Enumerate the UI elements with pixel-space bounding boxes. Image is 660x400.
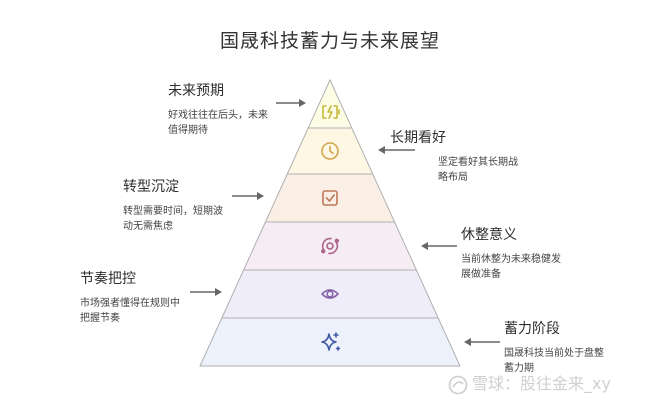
watermark: 雪球：股往金来_xy (448, 370, 658, 394)
checkbox-icon (322, 190, 338, 206)
tier-description: 国晟科技当前处于盘整 蓄力期 (504, 346, 604, 376)
watermark-text: 雪球：股往金来_xy (472, 374, 611, 393)
battery-charging-icon (322, 105, 340, 119)
tier-heading: 长期看好 (390, 130, 446, 146)
tier-description: 坚定看好其长期战 略布局 (438, 155, 518, 185)
tier-label-future-outlook: 未来预期 好戏往往在后头，未来 值得期待 (168, 80, 268, 138)
pyramid-tier (242, 221, 418, 271)
arrow-head-icon (421, 242, 428, 250)
tier-description: 市场强者懂得在规则中 把握节奏 (80, 296, 180, 326)
pyramid-tier (264, 173, 396, 223)
tier-description-line: 当前休整为未来稳健发 (461, 254, 561, 265)
sparkle-icon (321, 332, 341, 351)
arrow-head-icon (215, 288, 222, 296)
tier-label-transformation: 转型沉淀 转型需要时间，短期波 动无需焦虑 (123, 176, 223, 234)
tier-description-line: 好戏往往在后头，未来 (168, 110, 268, 121)
tier-label-long-term: 长期看好 坚定看好其长期战 略布局 (390, 127, 518, 185)
tier-heading: 未来预期 (168, 83, 224, 99)
pyramid-tier (199, 317, 461, 367)
arrow-head-icon (257, 192, 264, 200)
pyramid-tier (221, 269, 439, 319)
snowball-logo-icon (448, 375, 468, 394)
tier-heading: 休整意义 (461, 227, 517, 243)
eye-icon (321, 289, 339, 299)
tier-label-consolidation-meaning: 休整意义 当前休整为未来稳健发 展做准备 (461, 224, 561, 282)
clock-icon (321, 142, 339, 160)
tier-description-line: 值得期待 (168, 125, 208, 136)
tier-description-line: 市场强者懂得在规则中 (80, 298, 180, 309)
tier-description-line: 国晟科技当前处于盘整 (504, 348, 604, 359)
tier-description-line: 坚定看好其长期战 (438, 157, 518, 168)
arrow-head-icon (464, 338, 471, 346)
tier-description-line: 展做准备 (461, 269, 501, 280)
diagram-title: 国晟科技蓄力与未来展望 (219, 30, 440, 52)
tier-description-line: 动无需焦虑 (123, 221, 173, 232)
tier-description: 转型需要时间，短期波 动无需焦虑 (123, 204, 223, 234)
tier-heading: 转型沉淀 (123, 179, 179, 195)
tier-label-rhythm-control: 节奏把控 市场强者懂得在规则中 把握节奏 (80, 268, 180, 326)
tier-description: 好戏往往在后头，未来 值得期待 (168, 108, 268, 138)
tier-description: 当前休整为未来稳健发 展做准备 (461, 252, 561, 282)
tier-label-accumulation-stage: 蓄力阶段 国晟科技当前处于盘整 蓄力期 (504, 318, 604, 376)
tier-description-line: 蓄力期 (504, 363, 534, 374)
tier-description-line: 略布局 (438, 172, 468, 183)
pyramid-tier (307, 78, 353, 129)
arrow-head-icon (378, 146, 385, 154)
tier-heading: 节奏把控 (80, 271, 136, 287)
tier-description-line: 转型需要时间，短期波 (123, 206, 223, 217)
tier-description-line: 把握节奏 (80, 313, 120, 324)
orbit-icon (321, 237, 340, 255)
tier-heading: 蓄力阶段 (504, 321, 560, 337)
arrow-head-icon (299, 99, 306, 107)
